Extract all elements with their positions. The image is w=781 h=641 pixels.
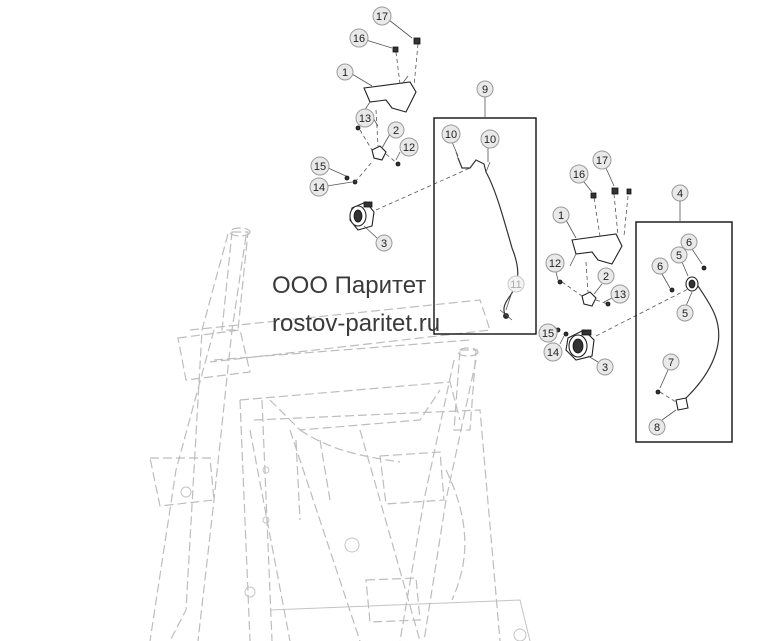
svg-text:12: 12 xyxy=(403,142,415,154)
watermark-site: rostov-paritet.ru xyxy=(272,310,441,337)
svg-text:4: 4 xyxy=(677,188,683,200)
callout-6-left: 6 xyxy=(651,257,671,289)
callout-12-right: 12 xyxy=(545,253,565,281)
callout-15-left: 15 xyxy=(310,156,347,177)
callout-16-left: 16 xyxy=(349,28,393,49)
svg-text:13: 13 xyxy=(359,113,371,125)
callout-14-left: 14 xyxy=(309,177,353,197)
callout-13-left: 13 xyxy=(355,108,379,128)
callout-9: 9 xyxy=(476,80,494,118)
callout-3-left: 3 xyxy=(363,225,393,252)
callout-17-left: 17 xyxy=(372,6,413,39)
svg-text:9: 9 xyxy=(482,84,488,96)
lamp-wiring-4 xyxy=(655,265,720,411)
callout-4: 4 xyxy=(671,184,689,222)
svg-text:8: 8 xyxy=(654,422,660,434)
svg-text:17: 17 xyxy=(596,155,608,167)
callout-16-right: 16 xyxy=(569,164,593,193)
callout-15-right: 15 xyxy=(538,323,559,343)
svg-text:15: 15 xyxy=(542,328,554,340)
svg-text:1: 1 xyxy=(342,67,348,79)
wiring-harness-box xyxy=(433,117,537,335)
machine-frame xyxy=(149,227,531,641)
svg-text:14: 14 xyxy=(313,182,325,194)
callout-1-right: 1 xyxy=(552,206,577,239)
callout-17-right: 17 xyxy=(592,150,615,187)
headlight-left xyxy=(349,201,375,231)
svg-text:10: 10 xyxy=(484,134,496,146)
callout-3-right: 3 xyxy=(587,355,614,376)
headlight-right xyxy=(565,329,595,361)
callout-1-left: 1 xyxy=(336,63,373,87)
svg-text:10: 10 xyxy=(445,129,457,141)
svg-text:16: 16 xyxy=(573,169,585,181)
lamp-wiring-box xyxy=(635,221,733,443)
callout-2-right: 2 xyxy=(593,267,615,295)
callout-13-right: 13 xyxy=(603,284,630,304)
callout-6-top: 6 xyxy=(680,233,703,265)
left-mount-assembly xyxy=(344,37,471,231)
svg-text:5: 5 xyxy=(676,250,682,262)
wiring-harness-9 xyxy=(455,151,519,321)
svg-text:2: 2 xyxy=(603,271,609,283)
right-mount-assembly xyxy=(555,187,691,361)
svg-text:7: 7 xyxy=(668,357,674,369)
callout-12-left: 12 xyxy=(395,137,419,161)
callout-14-right: 14 xyxy=(543,335,565,362)
callout-7: 7 xyxy=(659,353,680,389)
svg-text:11: 11 xyxy=(510,279,521,291)
callout-5-bottom: 5 xyxy=(676,291,694,322)
svg-text:12: 12 xyxy=(549,258,561,270)
callout-labels: 17 16 1 13 2 12 15 xyxy=(309,6,703,436)
svg-text:17: 17 xyxy=(376,11,388,23)
callout-2-left: 2 xyxy=(381,121,405,149)
svg-text:15: 15 xyxy=(314,161,326,173)
svg-text:14: 14 xyxy=(547,347,559,359)
watermark-company: ООО Паритет xyxy=(272,272,427,299)
callout-11: 11 xyxy=(505,275,525,311)
callout-5-top: 5 xyxy=(670,246,689,277)
callout-8: 8 xyxy=(648,409,677,436)
svg-text:3: 3 xyxy=(381,238,387,250)
callout-10-a: 10 xyxy=(441,124,461,157)
svg-text:6: 6 xyxy=(657,261,663,273)
svg-text:5: 5 xyxy=(682,308,688,320)
svg-text:1: 1 xyxy=(558,210,564,222)
svg-text:3: 3 xyxy=(602,362,608,374)
svg-text:16: 16 xyxy=(353,33,365,45)
svg-text:13: 13 xyxy=(614,289,626,301)
callout-10-b: 10 xyxy=(480,129,500,162)
svg-text:6: 6 xyxy=(686,237,692,249)
svg-text:2: 2 xyxy=(393,125,399,137)
